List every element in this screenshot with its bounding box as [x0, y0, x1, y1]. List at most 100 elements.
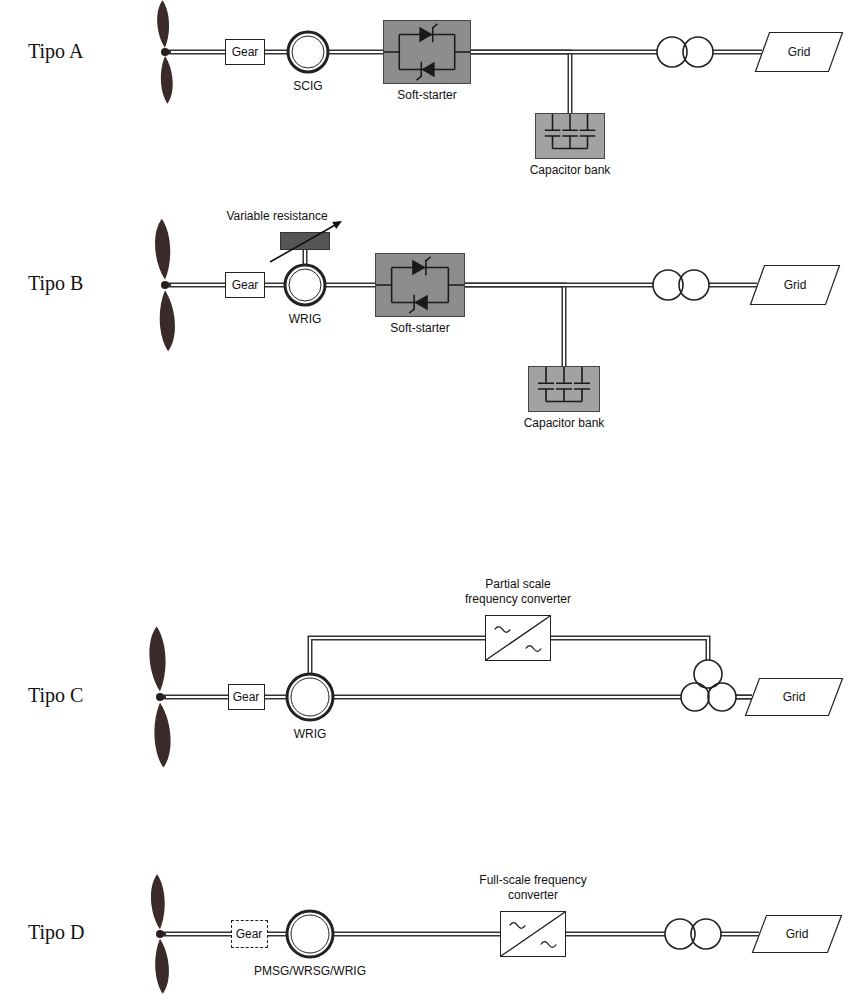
node-label: Gear: [232, 45, 259, 59]
power-connector: [265, 285, 284, 286]
symbol-drawing: [529, 367, 599, 411]
soft-starter-box: Soft-starter: [383, 20, 471, 84]
component-symbol: [376, 257, 464, 313]
hub: [156, 693, 164, 701]
rotor-blades: [149, 0, 175, 994]
connector-line-inner: [265, 696, 287, 698]
generator-ring: [287, 911, 333, 957]
component-symbol: [545, 114, 596, 148]
generator-outline: [283, 263, 327, 307]
connector-line: [265, 283, 284, 288]
symbol-drawing: [501, 912, 565, 956]
component-symbol: [486, 616, 550, 660]
connector-line-inner: [265, 51, 287, 53]
power-connector: [334, 934, 500, 935]
arrow-shaft: [270, 225, 336, 263]
component-symbol: [538, 367, 590, 401]
generator-rotor: [292, 36, 324, 68]
connector-line-inner: [329, 51, 383, 53]
generator-ring: [288, 32, 328, 72]
grid-shape: [753, 916, 842, 953]
connector-line-inner: [326, 284, 375, 286]
connector-line: [465, 285, 564, 366]
connector-line-inner: [465, 285, 564, 366]
connector-line-inner: [334, 933, 500, 935]
generator-circle: WRIG: [285, 672, 335, 722]
hub: [161, 48, 169, 56]
connector-line-inner: [265, 284, 284, 286]
connector-line-inner: [304, 250, 306, 264]
connector-line-inner: [471, 51, 762, 53]
capacitor-bank-box: Capacitor bank: [535, 113, 605, 159]
power-connector: [471, 52, 762, 53]
grid-parallelogram: Grid: [752, 915, 842, 953]
transformer-outline: [691, 919, 721, 949]
generator-circle: WRIG: [283, 263, 327, 307]
component-symbol: [501, 912, 565, 956]
symbol-drawing: [384, 21, 470, 83]
connector-line-inner: [465, 284, 757, 286]
power-connector: [265, 52, 287, 53]
generator-outline: [285, 672, 335, 722]
power-connector: [326, 285, 375, 286]
node-label: SCIG: [293, 79, 322, 93]
component-symbol: [384, 24, 470, 80]
converter-box: Partial scale frequency converter: [485, 615, 551, 661]
gearbox: Gear: [225, 39, 265, 65]
node-label: Grid: [788, 45, 811, 59]
generator-outline: [285, 909, 335, 959]
node-label: Full-scale frequency converter: [477, 873, 589, 902]
hub: [156, 930, 164, 938]
connector-line: [471, 50, 762, 55]
grid-parallelogram: Grid: [755, 32, 843, 72]
connector-line: [329, 50, 383, 55]
node-label: WRIG: [289, 312, 322, 326]
rotor-hubs: [156, 48, 169, 938]
generator-rotor: [289, 269, 321, 301]
node-label: Gear: [232, 278, 259, 292]
node-label: Gear: [233, 690, 260, 704]
grid-shape: [756, 33, 843, 72]
gearbox: Gear: [228, 684, 265, 710]
generator-ring: [287, 674, 333, 720]
node-label: Partial scale frequency converter: [462, 577, 574, 606]
node-label: Variable resistance: [226, 209, 327, 223]
transformer-outline: [694, 660, 722, 688]
connector-line: [310, 638, 485, 673]
power-connector: [305, 250, 306, 264]
node-label: Grid: [783, 690, 806, 704]
node-label: Gear: [236, 927, 263, 941]
power-connector: [265, 697, 287, 698]
hub: [161, 281, 169, 289]
connector-line: [268, 932, 287, 937]
generator-outline: [286, 30, 330, 74]
connector-line: [471, 52, 570, 113]
node-label: Capacitor bank: [530, 163, 611, 177]
shaft-inner: [166, 52, 232, 934]
row-label: Tipo D: [28, 921, 85, 944]
connector-line: [303, 250, 308, 264]
generator-circle: SCIG: [286, 30, 330, 74]
node-label: Grid: [786, 927, 809, 941]
transformers: [653, 37, 736, 949]
row-label: Tipo C: [28, 684, 83, 707]
connector-line: [265, 50, 287, 55]
generator-ring: [285, 265, 325, 305]
transformer-outline: [683, 37, 713, 67]
grid-parallelogram: Grid: [745, 678, 843, 716]
resistor-box: Variable resistance: [280, 232, 330, 250]
connector-line-inner: [566, 933, 759, 935]
shaft: [160, 52, 232, 934]
gearbox: Gear: [225, 272, 265, 298]
symbol-drawing: [536, 114, 604, 158]
node-label: Grid: [784, 278, 807, 292]
node-label: Capacitor bank: [524, 416, 605, 430]
capacitor-bank-box: Capacitor bank: [528, 366, 600, 412]
connector-line: [334, 932, 500, 937]
row-label: Tipo A: [28, 40, 83, 63]
power-connector: [329, 52, 383, 53]
generator-rotor: [291, 678, 329, 716]
